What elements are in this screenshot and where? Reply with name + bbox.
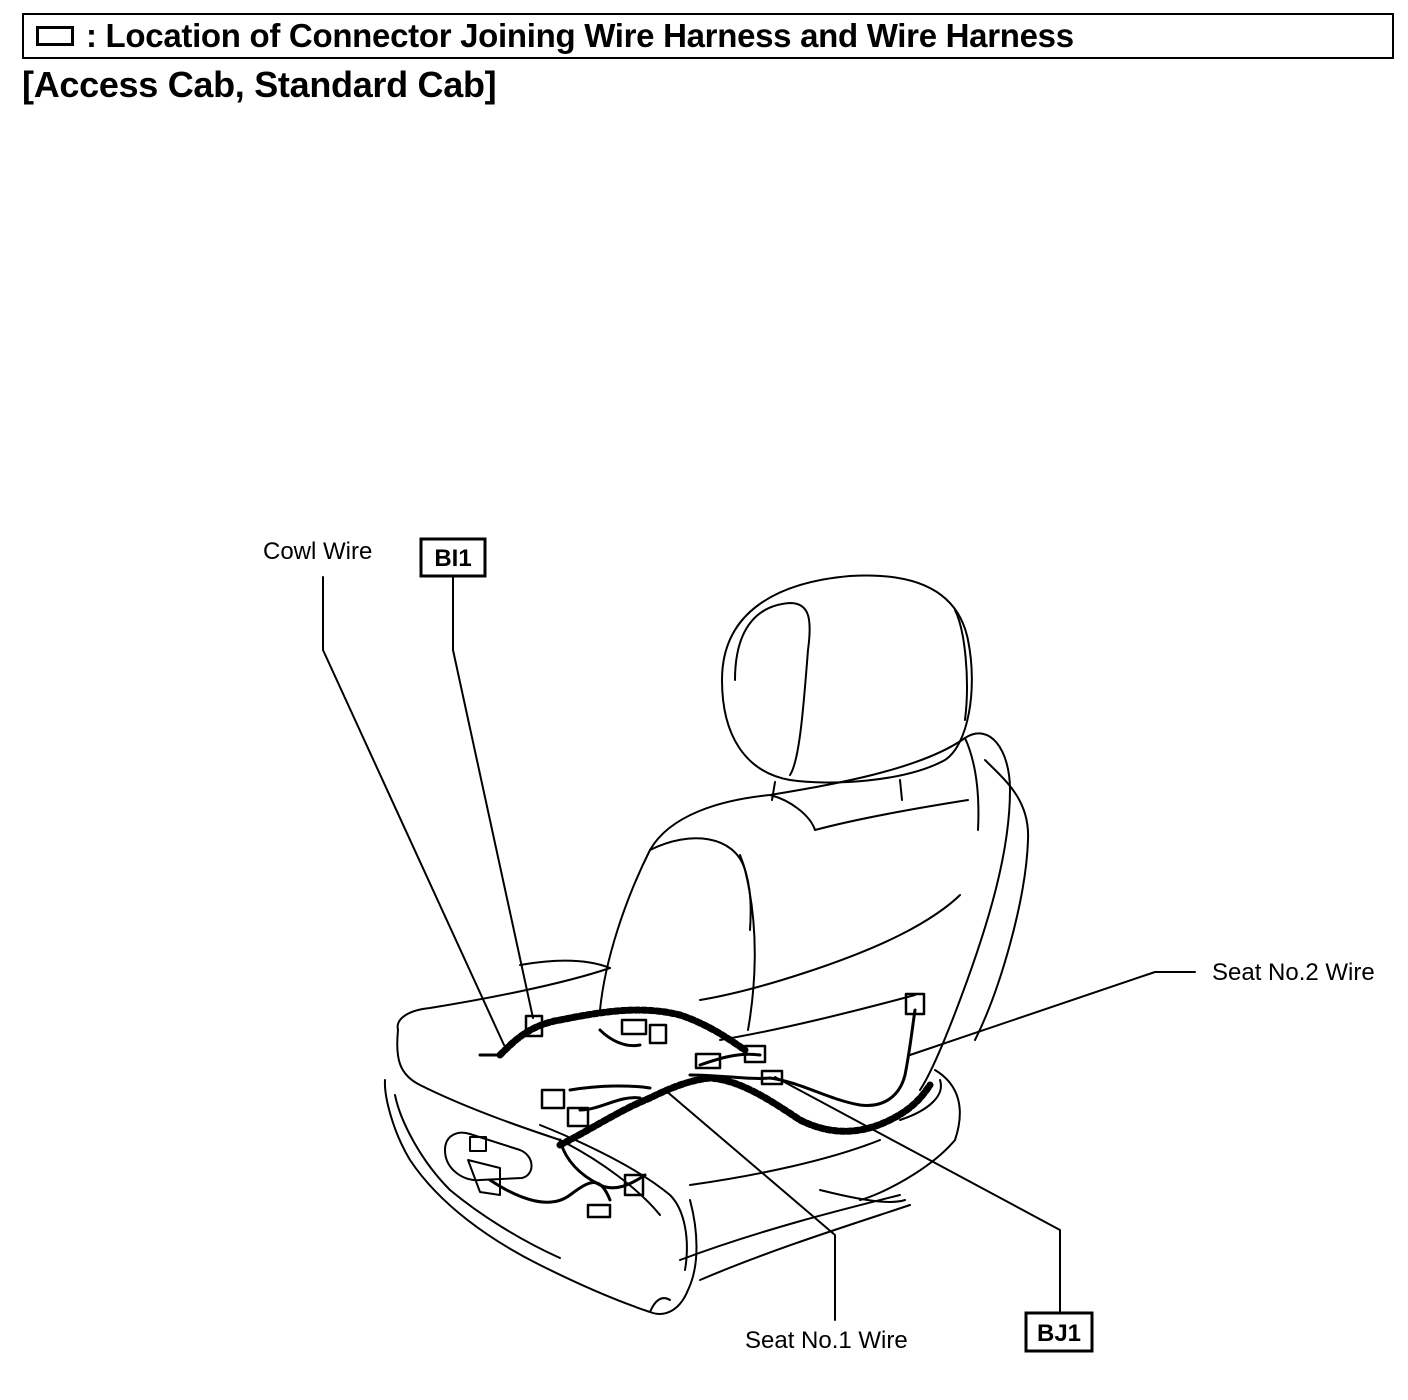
headrest bbox=[721, 574, 973, 801]
seat-no2-wire-label: Seat No.2 Wire bbox=[1212, 959, 1375, 986]
cowl-wire-label: Cowl Wire bbox=[263, 538, 372, 565]
wire-harness bbox=[496, 1006, 934, 1149]
page-title: : Location of Connector Joining Wire Har… bbox=[86, 17, 1074, 54]
seat-side-panel bbox=[383, 1079, 911, 1315]
connector-code-bj1-text: BJ1 bbox=[1037, 1320, 1081, 1347]
seatback bbox=[599, 732, 1030, 1091]
thin-wires bbox=[478, 1008, 917, 1204]
connector-code-bi1-text: BI1 bbox=[434, 545, 471, 572]
connector-code-bi1: BI1 bbox=[419, 537, 487, 578]
connector-blocks bbox=[524, 992, 926, 1219]
connector-box-icon bbox=[36, 26, 74, 46]
leader-lines bbox=[322, 575, 1196, 1321]
page-subtitle: [Access Cab, Standard Cab] bbox=[22, 64, 497, 105]
seat-cushion bbox=[396, 959, 961, 1271]
seat-lever bbox=[444, 1131, 533, 1196]
connector-code-bj1: BJ1 bbox=[1024, 1311, 1094, 1353]
title-bar: : Location of Connector Joining Wire Har… bbox=[22, 13, 1394, 59]
seat-no1-wire-label: Seat No.1 Wire bbox=[745, 1327, 908, 1354]
